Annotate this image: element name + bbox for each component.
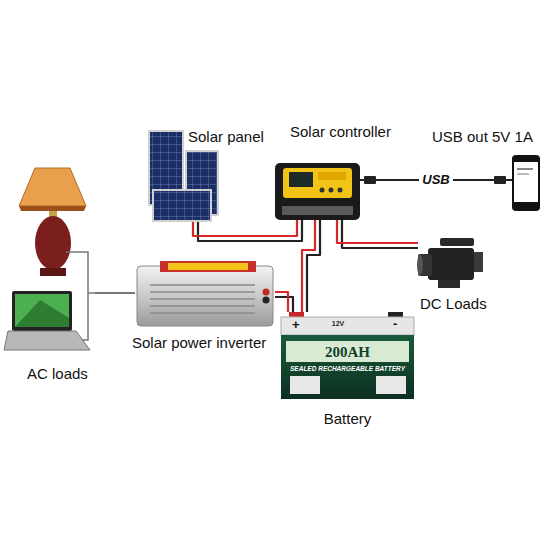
battery-print: SEALED RECHARGEABLE BATTERY bbox=[283, 365, 412, 373]
component-label: Battery bbox=[280, 410, 415, 428]
ac-loads: AC loads bbox=[5, 165, 95, 355]
inverter-art bbox=[137, 261, 273, 326]
wire-line bbox=[275, 297, 293, 312]
wire bbox=[95, 293, 135, 294]
wire-line bbox=[307, 220, 320, 312]
component-label: AC loads bbox=[27, 365, 88, 383]
camera-art bbox=[417, 238, 483, 288]
component-label: Solar panel bbox=[188, 128, 264, 146]
dc-load-camera: DC Loads bbox=[418, 235, 484, 290]
component-label: Solar controller bbox=[290, 123, 391, 141]
wire-label: USB bbox=[419, 172, 452, 188]
battery-art bbox=[281, 312, 414, 399]
phone-art bbox=[512, 155, 540, 211]
wire-line bbox=[337, 220, 418, 243]
solar-controller: Solar controller bbox=[275, 163, 360, 220]
wire-line bbox=[302, 220, 315, 312]
wire-line bbox=[193, 220, 297, 236]
lamp-laptop-art bbox=[4, 168, 95, 350]
usb-phone: USB out 5V 1A bbox=[512, 155, 540, 211]
capacity-label: 200AH bbox=[280, 343, 415, 361]
wire-line bbox=[95, 292, 135, 294]
wire bbox=[337, 220, 418, 248]
wire bbox=[275, 292, 293, 312]
wire bbox=[302, 220, 320, 312]
component-label: USB out 5V 1A bbox=[432, 128, 533, 146]
terminal-sign: - bbox=[393, 316, 397, 332]
voltage-label: 12V bbox=[318, 320, 358, 328]
terminal-sign: + bbox=[292, 317, 300, 333]
component-label: Solar power inverter bbox=[132, 334, 266, 352]
controller-art bbox=[275, 163, 360, 220]
wire bbox=[193, 220, 302, 241]
solar-panel: Solar panel bbox=[148, 130, 220, 222]
wire-line bbox=[275, 292, 288, 312]
component-label: DC Loads bbox=[420, 295, 487, 313]
power-inverter: Solar power inverter bbox=[135, 258, 275, 328]
wire-line bbox=[198, 220, 302, 241]
